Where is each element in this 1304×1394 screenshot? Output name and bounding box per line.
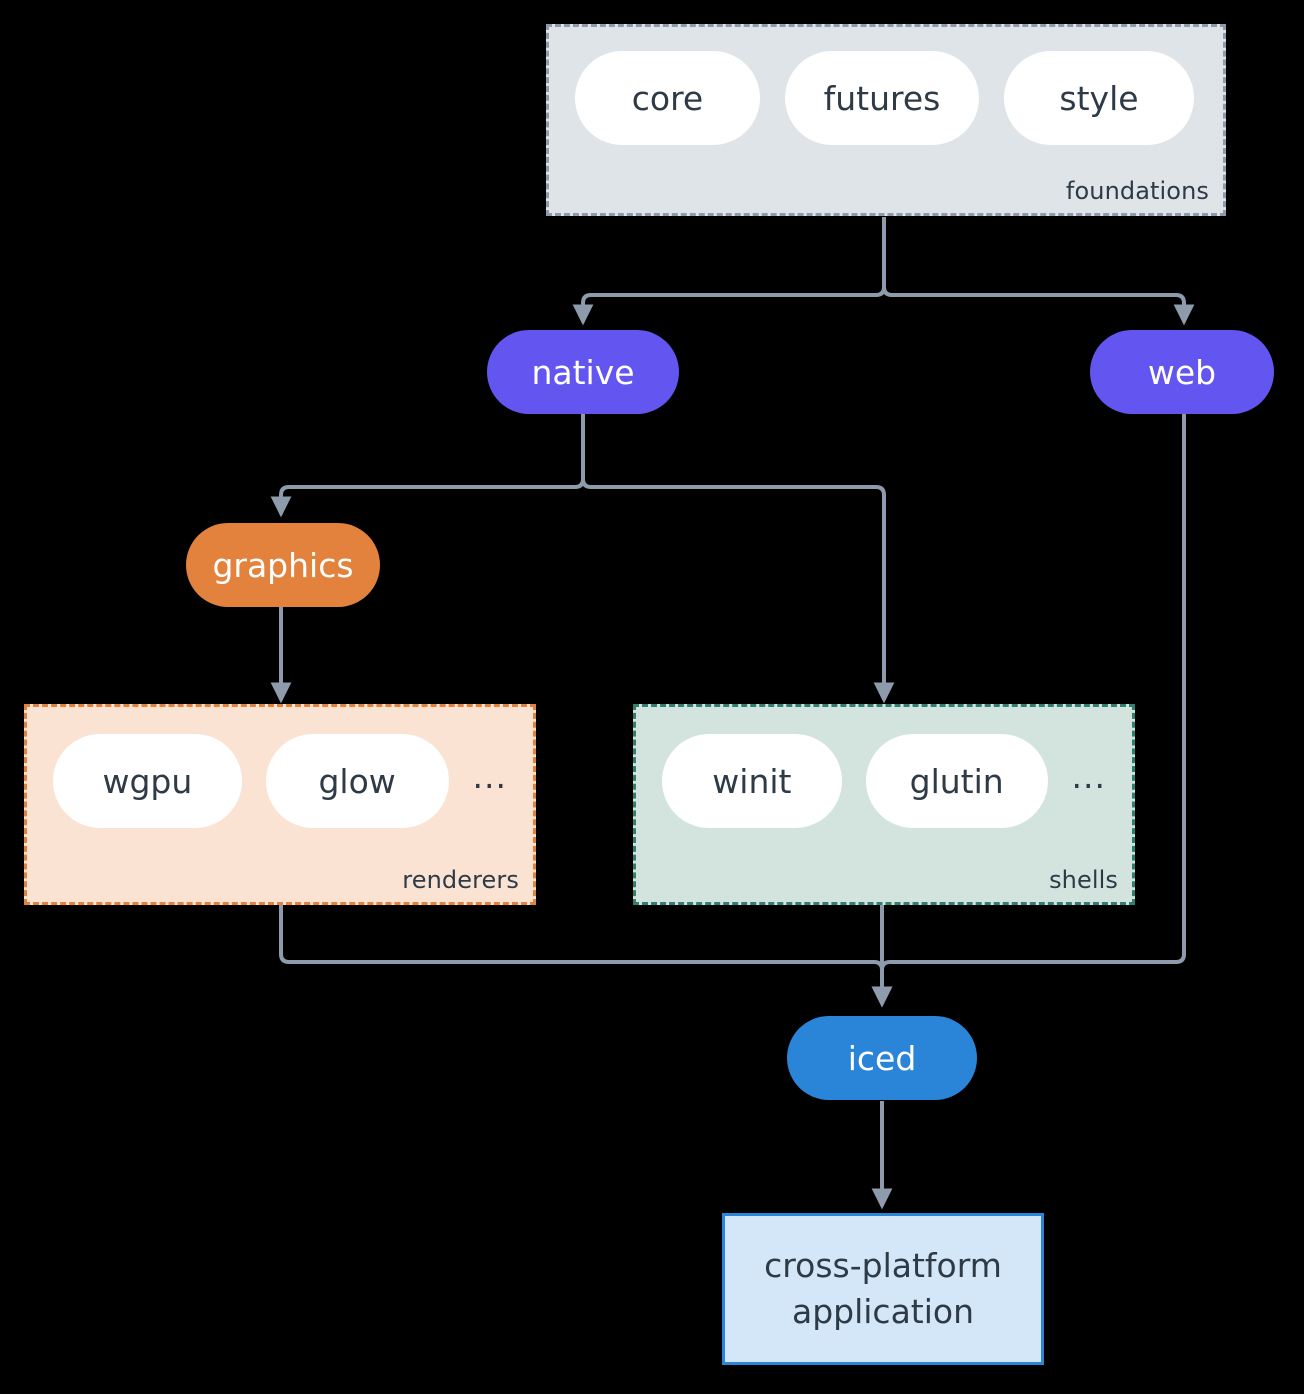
foundations-item-style[interactable]: style <box>1004 51 1194 145</box>
edge-foundations-to-web <box>882 217 1195 326</box>
group-label-foundations: foundations <box>1065 177 1209 205</box>
edge-foundations-to-native <box>572 217 886 326</box>
group-label-shells: shells <box>1049 866 1118 894</box>
node-iced-label: iced <box>847 1038 917 1078</box>
shells-item-label: glutin <box>909 761 1004 801</box>
foundations-item-futures[interactable]: futures <box>785 51 979 145</box>
foundations-item-label: core <box>631 78 704 118</box>
foundations-item-label: futures <box>823 78 941 118</box>
shells-item-winit[interactable]: winit <box>662 734 842 828</box>
application-label-line2: application <box>791 1292 975 1331</box>
node-cross-platform-application[interactable]: cross-platform application <box>722 1213 1044 1365</box>
node-iced[interactable]: iced <box>787 1016 977 1100</box>
shells-item-glutin[interactable]: glutin <box>865 734 1048 828</box>
node-graphics-label: graphics <box>212 545 354 585</box>
renderers-item-wgpu[interactable]: wgpu <box>53 734 242 828</box>
group-foundations: core futures style foundations <box>546 24 1226 216</box>
edge-renderers-to-iced <box>279 905 893 1008</box>
group-shells: winit glutin ... shells <box>633 704 1135 905</box>
renderers-item-glow[interactable]: glow <box>265 734 449 828</box>
group-label-renderers: renderers <box>402 866 519 894</box>
node-native[interactable]: native <box>487 330 679 414</box>
node-native-label: native <box>531 352 635 392</box>
shells-item-label: winit <box>712 761 792 801</box>
renderers-item-label: wgpu <box>102 761 193 801</box>
shells-ellipsis: ... <box>1071 756 1106 796</box>
application-label-line1: cross-platform <box>764 1246 1002 1286</box>
renderers-ellipsis: ... <box>472 756 507 796</box>
edge-native-to-shells <box>581 413 895 704</box>
group-renderers: wgpu glow ... renderers <box>24 704 536 905</box>
edge-native-to-graphics <box>270 413 585 518</box>
foundations-item-core[interactable]: core <box>575 51 760 145</box>
node-graphics[interactable]: graphics <box>186 523 380 607</box>
renderers-item-label: glow <box>318 761 396 801</box>
node-web-label: web <box>1147 352 1217 392</box>
node-web[interactable]: web <box>1090 330 1274 414</box>
foundations-item-label: style <box>1059 78 1139 118</box>
